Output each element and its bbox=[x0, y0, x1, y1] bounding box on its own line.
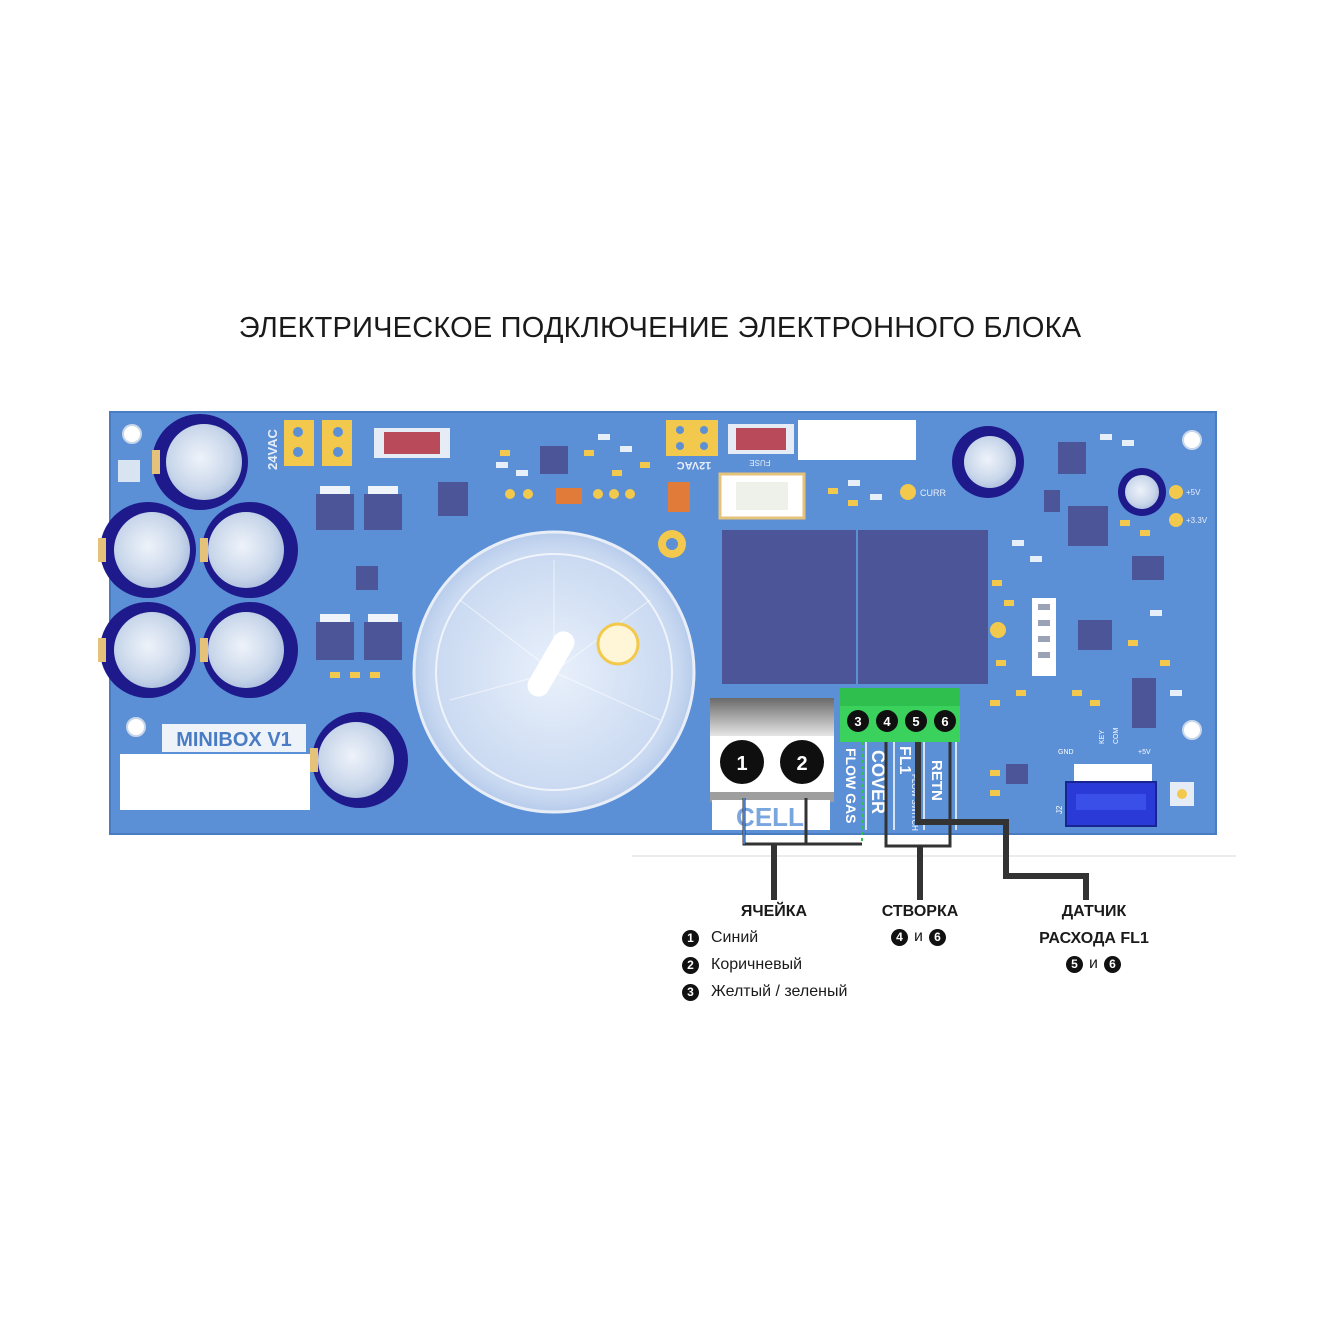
capacitor bbox=[152, 414, 248, 510]
and-text: и bbox=[914, 928, 923, 945]
cover-label: COVER bbox=[868, 750, 888, 814]
number-badge: 2 bbox=[682, 956, 699, 974]
plus5v-label: +5V bbox=[1186, 488, 1201, 497]
terminal-2 bbox=[780, 740, 824, 784]
number-badge: 6 bbox=[928, 928, 946, 946]
flow-pair: 5 и 6 bbox=[1066, 955, 1127, 973]
capacitor bbox=[1118, 468, 1166, 516]
terminal-3-number: 3 bbox=[854, 714, 861, 729]
and-text: и bbox=[1089, 955, 1098, 972]
voltage-12vac-label: 12VAC bbox=[677, 459, 712, 471]
gnd-label: GND bbox=[1058, 749, 1074, 756]
terminal-1-number: 1 bbox=[736, 753, 747, 775]
terminal-4-number: 4 bbox=[883, 714, 891, 729]
number-badge: 4 bbox=[891, 928, 908, 946]
key-label: KEY bbox=[1099, 730, 1106, 744]
legend-row-2: 2 Коричневый bbox=[682, 956, 802, 974]
cell-heading: ЯЧЕЙКА bbox=[740, 903, 808, 920]
number-badge: 6 bbox=[1103, 955, 1121, 973]
relay bbox=[858, 530, 988, 684]
capacitor bbox=[98, 502, 196, 598]
buzzer-disc bbox=[412, 530, 696, 814]
fl1-label: FL1 bbox=[896, 746, 913, 775]
capacitor bbox=[200, 502, 298, 598]
flow-switch-label: FLOW SWITCH bbox=[910, 774, 919, 831]
flow-gas-label: FLOW GAS bbox=[843, 748, 859, 823]
number-badge: 5 bbox=[1066, 955, 1083, 973]
wire-cover bbox=[884, 742, 952, 900]
mounting-hole bbox=[1182, 720, 1202, 740]
legend-row-3: 3 Желтый / зеленый bbox=[682, 983, 847, 1001]
legend-row-1: 1 Синий bbox=[682, 929, 758, 947]
flow-heading-line2: РАСХОДА FL1 bbox=[1039, 930, 1149, 947]
relay bbox=[722, 530, 856, 684]
terminal-5-number: 5 bbox=[912, 714, 919, 729]
retn-label: RETN bbox=[928, 760, 945, 801]
capacitor bbox=[98, 602, 196, 698]
plus5v-connector-label: +5V bbox=[1138, 749, 1151, 756]
plus33v-label: +3.3V bbox=[1186, 516, 1208, 525]
terminal-6-number: 6 bbox=[941, 714, 948, 729]
terminal-1 bbox=[720, 740, 764, 784]
page-title: ЭЛЕКТРИЧЕСКОЕ ПОДКЛЮЧЕНИЕ ЭЛЕКТРОННОГО Б… bbox=[238, 312, 1082, 344]
green-terminal-block: 3 4 5 6 bbox=[840, 688, 960, 742]
cover-pair: 4 и 6 bbox=[891, 928, 952, 946]
capacitor bbox=[952, 426, 1024, 498]
terminal-6 bbox=[934, 710, 956, 732]
cell-terminal-block: 1 2 CELL bbox=[710, 698, 834, 832]
terminal-5 bbox=[905, 710, 927, 732]
com-label: COM bbox=[1113, 728, 1120, 745]
flow-heading-line1: ДАТЧИК bbox=[1061, 903, 1127, 920]
wire-flow bbox=[915, 742, 1089, 900]
legend-text: Желтый / зеленый bbox=[711, 983, 848, 1000]
legend-text: Коричневый bbox=[711, 956, 803, 973]
terminal-2-number: 2 bbox=[796, 753, 807, 775]
number-badge: 1 bbox=[682, 929, 699, 947]
mounting-hole bbox=[1182, 430, 1202, 450]
cover-heading: СТВОРКА bbox=[881, 903, 959, 920]
j2-label: J2 bbox=[1055, 805, 1064, 814]
terminal-4 bbox=[876, 710, 898, 732]
terminal-3 bbox=[847, 710, 869, 732]
number-badge: 3 bbox=[682, 983, 699, 1001]
blank-label-area bbox=[120, 754, 310, 810]
mounting-hole bbox=[122, 424, 142, 444]
legend-text: Синий bbox=[711, 929, 759, 946]
mounting-hole bbox=[126, 717, 146, 737]
capacitor bbox=[200, 602, 298, 698]
curr-label: CURR bbox=[920, 488, 946, 498]
fuse-label: FUSE bbox=[749, 458, 770, 467]
cell-label: CELL bbox=[736, 802, 804, 832]
capacitor bbox=[310, 712, 408, 808]
voltage-24vac-label: 24VAC bbox=[265, 428, 280, 470]
board-model-label: MINIBOX V1 bbox=[176, 729, 292, 751]
